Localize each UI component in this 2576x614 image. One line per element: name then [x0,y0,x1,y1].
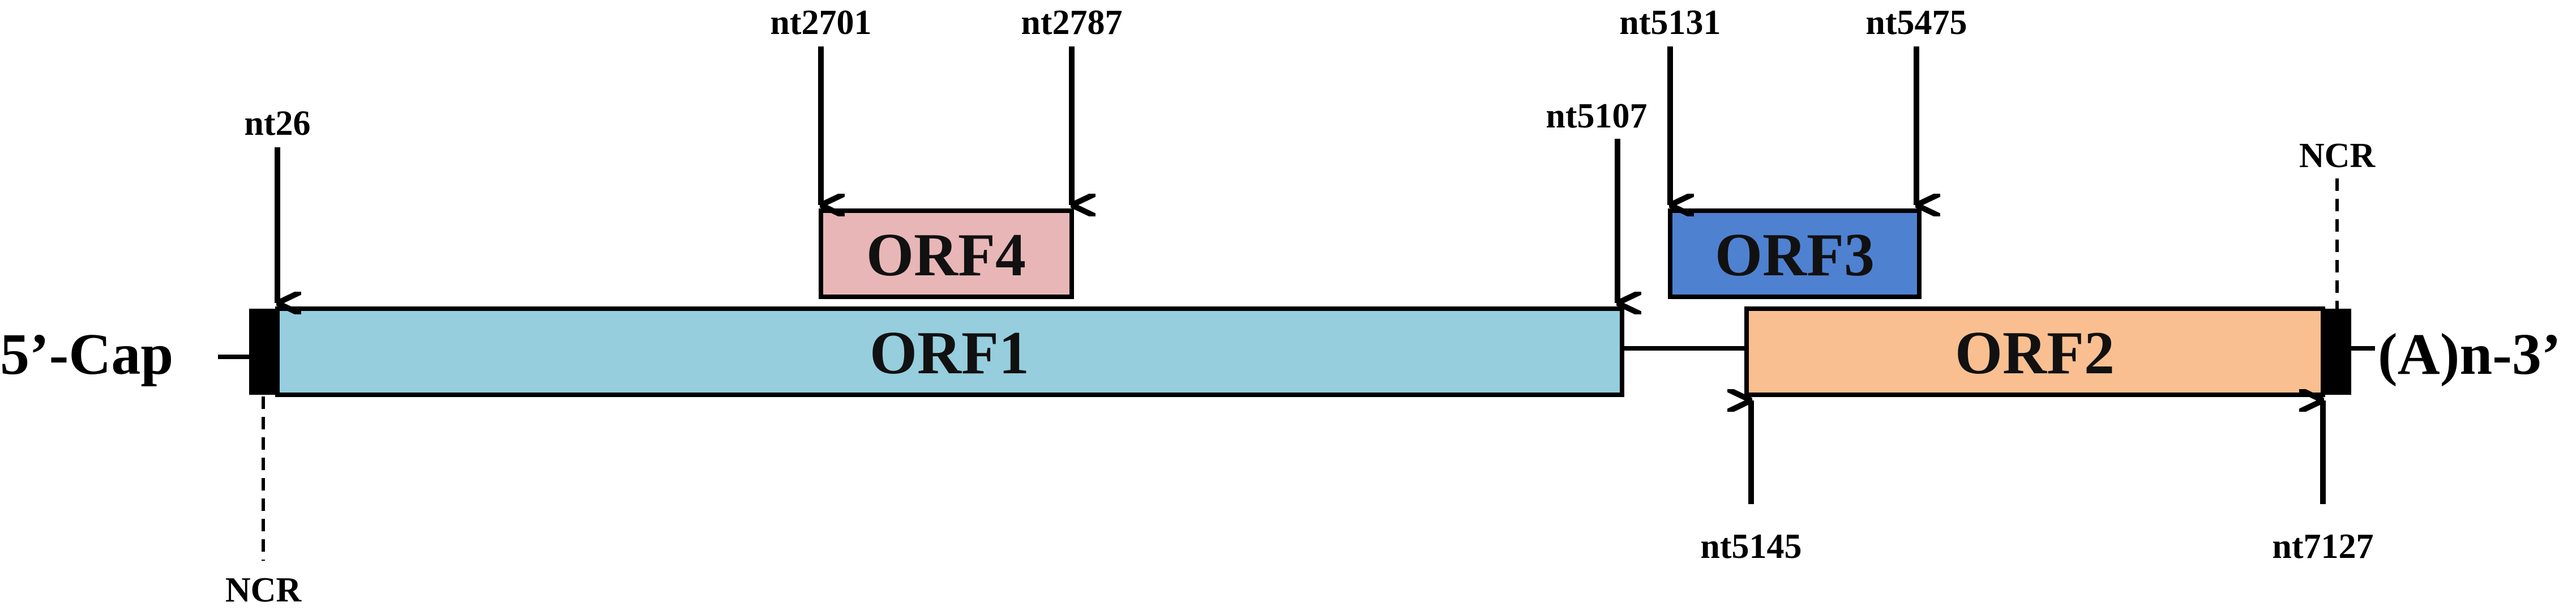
orf1-label: ORF1 [870,319,1029,387]
orf2-label: ORF2 [1955,319,2115,387]
orf3-label: ORF3 [1715,221,1875,289]
nt26-label: nt26 [244,104,310,143]
ncr-3prime-block [2323,309,2351,395]
orf1-box [275,306,1624,397]
five-prime-cap-label: 5’-Cap [0,322,173,387]
orf2-box [1744,306,2325,397]
nt5475-label: nt5475 [1865,3,1967,42]
orf3-box [1668,208,1922,299]
nt2787-label: nt2787 [1021,3,1122,42]
nt5131-label: nt5131 [1619,3,1721,42]
nt2701-label: nt2701 [770,3,871,42]
ncr-5prime-block [249,309,277,395]
ncr-3prime-label: NCR [2299,137,2376,175]
nt5107-label: nt5107 [1546,97,1647,135]
three-prime-polya-label: (A)n-3’ [2378,322,2561,387]
orf4-box [819,208,1074,299]
nt7127-label: nt7127 [2272,527,2373,566]
nt5145-label: nt5145 [1700,527,1802,566]
ncr-5prime-label: NCR [225,571,302,609]
orf4-label: ORF4 [866,221,1026,289]
